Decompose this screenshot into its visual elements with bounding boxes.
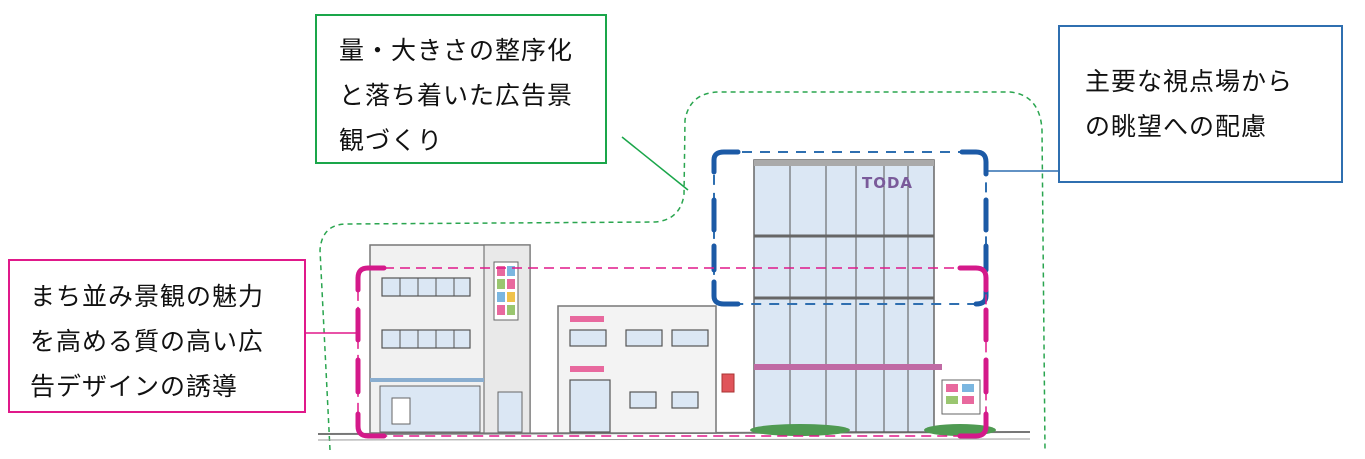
left-building (369, 244, 531, 434)
blue-callout-line: 主要な視点場から (1085, 67, 1294, 96)
pink-callout-line: を高める質の高い広 (30, 327, 265, 356)
green-callout-line: 観づくり (339, 126, 444, 155)
green-dashed-region (319, 91, 1046, 451)
green-callout-line: と落ち着いた広告景 (339, 81, 574, 110)
blue-callout-line: の眺望への配慮 (1085, 112, 1268, 141)
pink-callout-box: まち並み景観の魅力 を高める質の高い広 告デザインの誘導 (8, 259, 306, 413)
middle-building (557, 305, 735, 434)
toda-sign: TODA (862, 174, 913, 192)
blue-callout-box: 主要な視点場から の眺望への配慮 (1058, 25, 1343, 183)
pink-callout-line: まち並み景観の魅力 (30, 282, 265, 311)
tall-building: TODA (750, 159, 996, 436)
green-callout-line: 量・大きさの整序化 (339, 36, 574, 65)
pink-dashed-frame (357, 267, 987, 437)
green-callout-box: 量・大きさの整序化 と落ち着いた広告景 観づくり (315, 14, 607, 164)
pink-callout-line: 告デザインの誘導 (30, 372, 239, 401)
green-leader-line (621, 136, 689, 191)
